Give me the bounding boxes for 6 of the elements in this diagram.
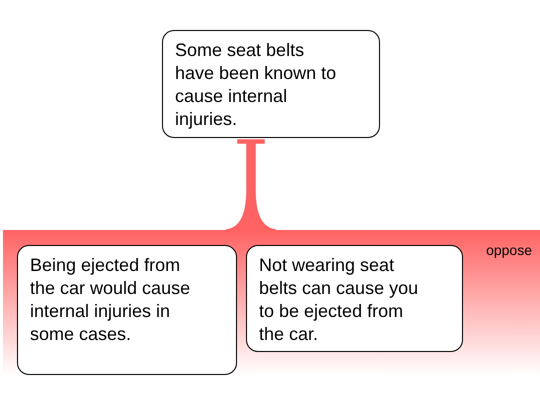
connector xyxy=(225,139,277,231)
reason-box: Not wearing seat belts can cause you to be ejected from the car. xyxy=(246,245,463,352)
reason-box: Being ejected from the car would cause internal injuries in some cases. xyxy=(17,245,237,375)
oppose-band xyxy=(3,230,540,376)
relation-label: oppose xyxy=(486,242,532,258)
claim-box: Some seat belts have been known to cause internal injuries. xyxy=(162,30,380,138)
